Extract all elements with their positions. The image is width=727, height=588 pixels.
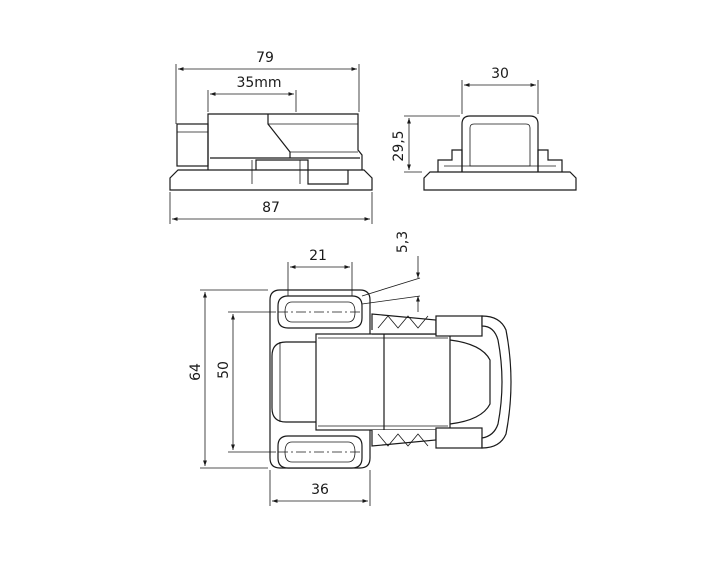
dim-5-3-label: 5,3 bbox=[395, 231, 411, 253]
dim-87-label: 87 bbox=[262, 200, 280, 216]
side-view: 79 35mm 87 bbox=[169, 50, 373, 224]
dim-29-5-label: 29,5 bbox=[391, 130, 407, 161]
dim-36-label: 36 bbox=[311, 482, 329, 498]
dim-79-label: 79 bbox=[256, 50, 274, 66]
dim-30-label: 30 bbox=[491, 66, 509, 82]
dim-50-label: 50 bbox=[216, 361, 232, 379]
dim-64-label: 64 bbox=[188, 363, 204, 381]
dim-21-label: 21 bbox=[309, 248, 327, 264]
plan-view: 21 5,3 64 50 36 bbox=[188, 231, 512, 506]
end-view: 30 29,5 bbox=[391, 66, 577, 191]
dim-35mm-label: 35mm bbox=[236, 75, 281, 91]
